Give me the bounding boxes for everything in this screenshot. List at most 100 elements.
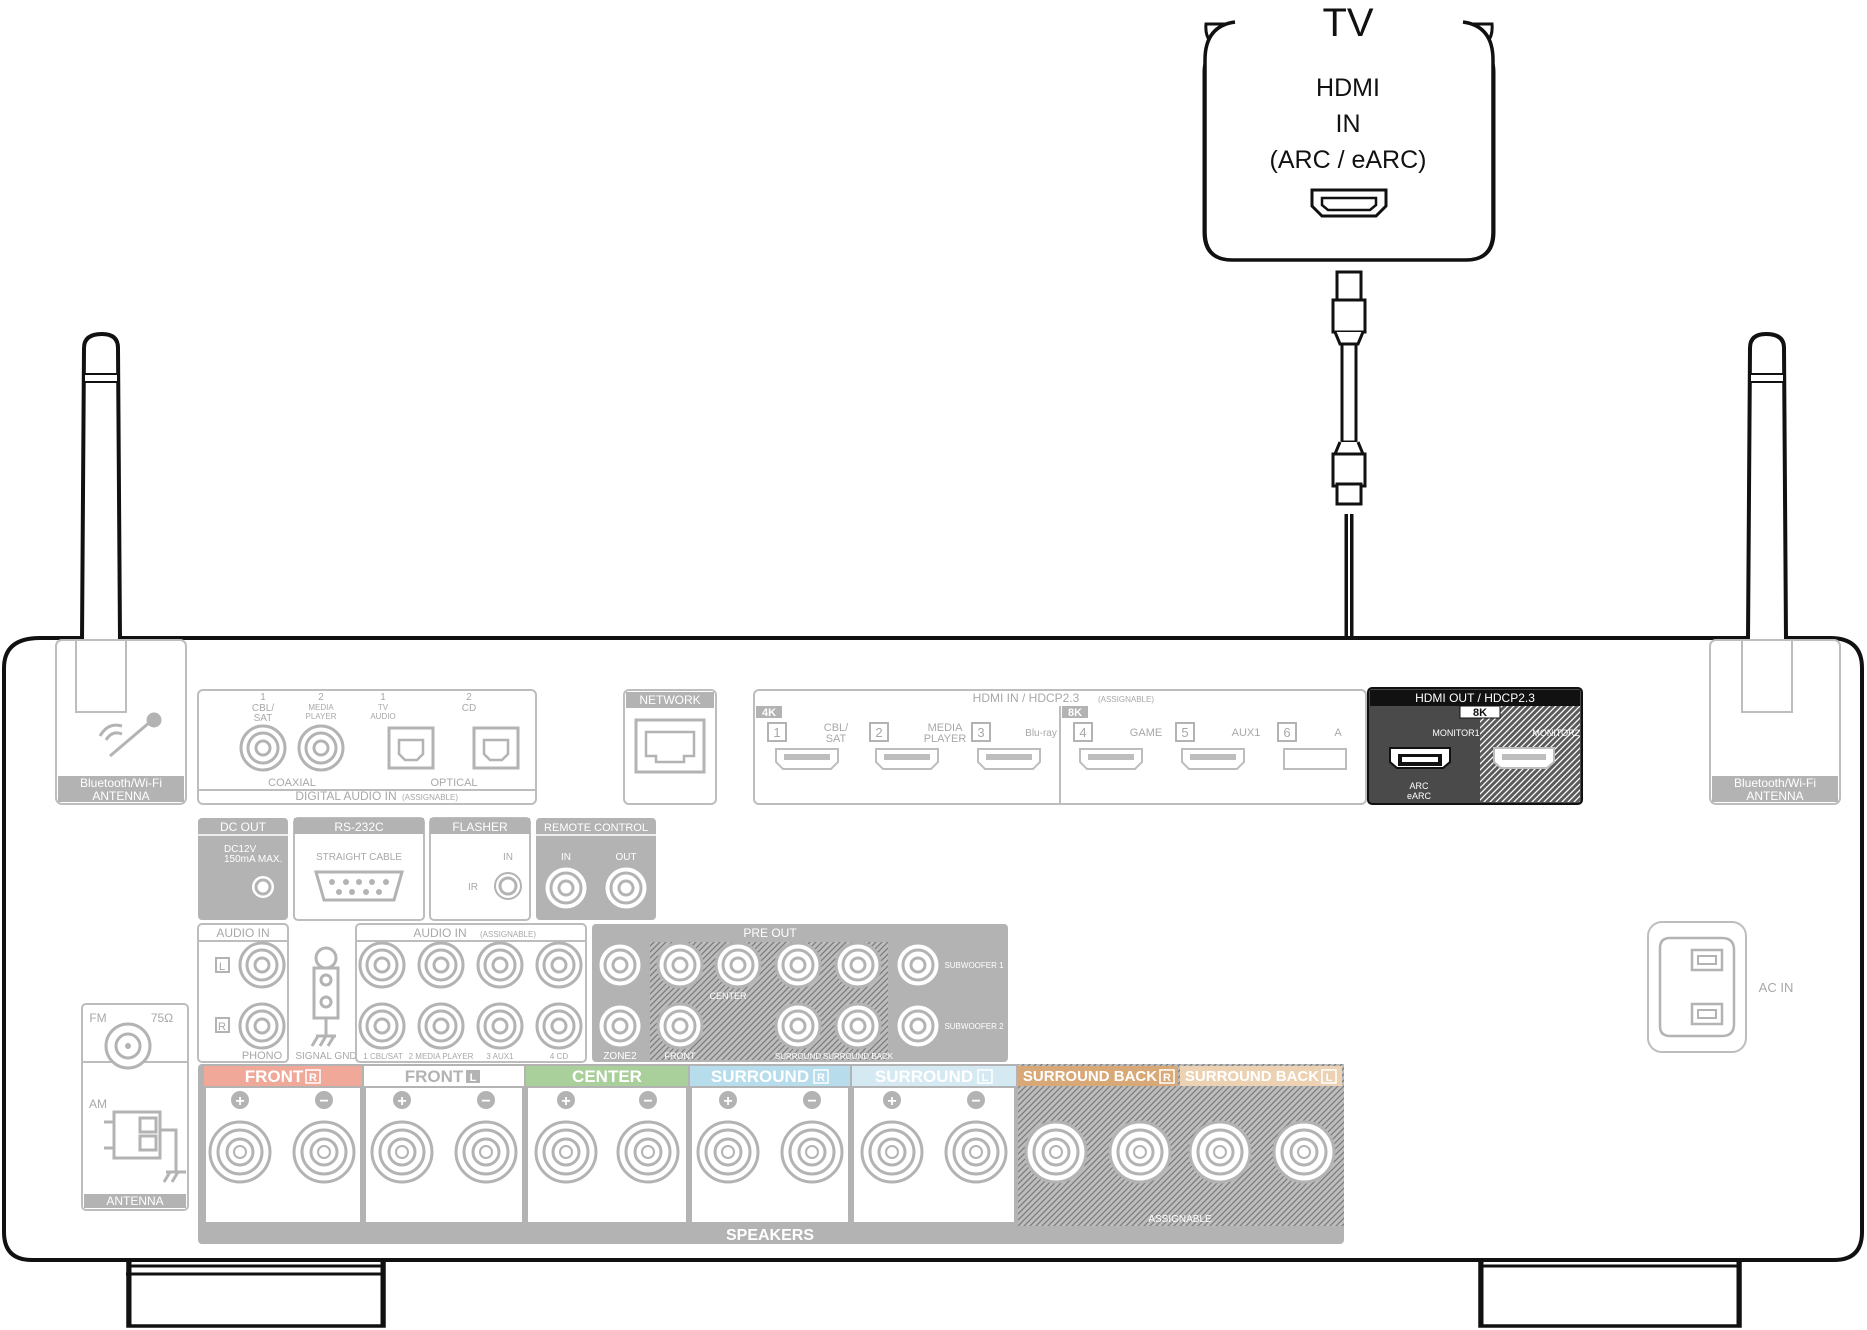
monitor2-label: MONITOR2 xyxy=(1532,728,1579,738)
pre-out-jack-icon xyxy=(656,1002,704,1050)
audio-in-jack-icon xyxy=(417,1002,465,1050)
surround-l-badge: L xyxy=(982,1072,989,1084)
monitor2-hdmi-port-icon xyxy=(1493,747,1555,769)
coax-2-label: PLAYER xyxy=(306,712,337,721)
hdmi-in-8k-badge: 8K xyxy=(1068,707,1082,719)
plus-marker: + xyxy=(561,1093,570,1110)
dc-out-title: DC OUT xyxy=(220,820,267,834)
coax-2-number: 2 xyxy=(318,692,324,703)
surround-back-r-label: SURROUND BACK xyxy=(1023,1068,1157,1085)
coaxial-label: COAXIAL xyxy=(268,777,316,789)
hdmi-out-panel: HDMI OUT / HDCP2.3 8K MONITOR1 MONITOR2 … xyxy=(1367,687,1583,805)
tv-box: TV HDMI IN (ARC / eARC) xyxy=(1202,1,1496,262)
hdmi-in-port-label: PLAYER xyxy=(924,733,967,745)
hdmi-in-port-6: 6 A xyxy=(1277,722,1347,770)
pre-out-center-label: CENTER xyxy=(709,991,747,1001)
subwoofer1-label: SUBWOOFER 1 xyxy=(944,961,1004,970)
pre-out-panel: PRE OUT ZONE2 CENTER FRONT SURROUND SURR… xyxy=(592,924,1008,1062)
minus-marker: − xyxy=(481,1093,490,1110)
pre-out-jack-icon xyxy=(834,941,882,989)
audio-in-jack-icon xyxy=(358,941,406,989)
minus-marker: − xyxy=(643,1093,652,1110)
tv-title: TV xyxy=(1322,1,1373,45)
coax-1-number: 1 xyxy=(260,692,266,703)
front-l-header xyxy=(364,1066,524,1086)
zone2-jack-icon xyxy=(596,1002,644,1050)
signal-gnd-icon xyxy=(310,946,340,1047)
hdmi-port-icon xyxy=(775,748,839,770)
am-antenna-terminal-icon xyxy=(104,1110,186,1183)
optical-1-label: AUDIO xyxy=(370,712,395,721)
plus-marker: + xyxy=(723,1093,732,1110)
zone2-label: ZONE2 xyxy=(603,1051,637,1062)
pre-out-surround-label: SURROUND xyxy=(775,1052,821,1061)
audio-in-phono-panel: AUDIO IN L R PHONO SIGNAL GND xyxy=(197,923,357,1063)
subwoofer2-label: SUBWOOFER 2 xyxy=(944,1022,1004,1031)
tv-hdmi-port-icon xyxy=(1310,188,1388,218)
left-antenna-label: Bluetooth/Wi-Fi xyxy=(80,776,162,790)
coax-1-label: CBL/ xyxy=(252,703,274,714)
hdmi-in-4k-badge: 4K xyxy=(762,707,776,719)
speaker-terminal-icon xyxy=(860,1120,924,1184)
optical-jack-icon xyxy=(472,726,520,770)
hdmi-in-port-number: 4 xyxy=(1079,725,1086,740)
audio-in-4-label: 4 CD xyxy=(550,1052,568,1061)
audio-in-assignable: (ASSIGNABLE) xyxy=(480,930,536,939)
surround-back-l-label: SURROUND BACK xyxy=(1185,1068,1319,1085)
pre-out-surround-back-label: SURROUND BACK xyxy=(823,1052,894,1061)
am-label: AM xyxy=(89,1097,107,1111)
speakers-assignable-label: ASSIGNABLE xyxy=(1148,1214,1212,1225)
subwoofer2-jack-icon xyxy=(894,1002,942,1050)
speaker-terminal-icon xyxy=(454,1120,518,1184)
ac-in-panel: AC IN xyxy=(1647,921,1793,1053)
front-r-header xyxy=(204,1066,362,1086)
hdmi-in-port-number: 2 xyxy=(875,725,882,740)
front-r-label: FRONT xyxy=(245,1067,304,1086)
coaxial-jack-icon xyxy=(297,724,345,772)
surround-r-header xyxy=(690,1066,850,1086)
audio-in-jack-icon xyxy=(535,941,583,989)
coax-1-label: SAT xyxy=(254,713,273,724)
hdmi-in-port-number: 3 xyxy=(977,725,984,740)
speaker-terminal-icon xyxy=(534,1120,598,1184)
serial-port-icon xyxy=(314,870,404,902)
audio-in-2-label: 2 MEDIA PLAYER xyxy=(409,1052,474,1061)
speaker-terminal-icon xyxy=(1024,1120,1088,1184)
hdmi-port-icon xyxy=(875,748,939,770)
flasher-ir-label: IR xyxy=(468,882,478,893)
audio-in-1-label: 1 CBL/SAT xyxy=(363,1052,403,1061)
hdmi-out-8k-badge: 8K xyxy=(1473,707,1487,719)
hdmi-in-port-number: 6 xyxy=(1283,725,1290,740)
speaker-terminal-icon xyxy=(944,1120,1008,1184)
remote-in-label: IN xyxy=(561,852,571,863)
optical-1-label: TV xyxy=(378,703,389,712)
hdmi-in-assignable: (ASSIGNABLE) xyxy=(1098,695,1154,704)
fm-antenna-jack-icon xyxy=(104,1022,152,1070)
speaker-terminal-icon xyxy=(292,1120,356,1184)
hdmi-in-port-number: 5 xyxy=(1181,725,1188,740)
hdmi-in-panel: HDMI IN / HDCP2.3 (ASSIGNABLE) 4K 8K 1 C… xyxy=(753,689,1367,805)
fm-impedance-label: 75Ω xyxy=(151,1011,173,1025)
hdmi-port-icon xyxy=(1181,748,1245,770)
surround-l-header xyxy=(852,1066,1016,1086)
speaker-terminal-icon xyxy=(1108,1120,1172,1184)
audio-in-panel: AUDIO IN (ASSIGNABLE) 1 CBL/SAT 2 MEDIA … xyxy=(355,923,587,1063)
phono-l-jack-icon xyxy=(238,941,286,989)
speaker-terminal-icon xyxy=(1188,1120,1252,1184)
audio-in-jack-icon xyxy=(476,941,524,989)
phono-l-label: L xyxy=(219,961,225,973)
fm-label: FM xyxy=(89,1011,106,1025)
speaker-terminal-icon xyxy=(370,1120,434,1184)
front-r-badge: R xyxy=(309,1072,317,1084)
optical-1-number: 1 xyxy=(380,692,386,703)
optical-jack-icon xyxy=(387,726,435,770)
network-title: NETWORK xyxy=(639,693,700,707)
zone2-jack-icon xyxy=(596,941,644,989)
remote-control-title: REMOTE CONTROL xyxy=(544,822,648,834)
left-antenna-label: ANTENNA xyxy=(92,789,149,803)
left-antenna: Bluetooth/Wi-Fi ANTENNA xyxy=(55,331,187,805)
rs232c-panel: RS-232C STRAIGHT CABLE xyxy=(293,817,425,921)
hdmi-in-port-label: CBL/ xyxy=(824,722,849,734)
hdmi-in-port-2: 2 MEDIA PLAYER xyxy=(869,722,967,770)
